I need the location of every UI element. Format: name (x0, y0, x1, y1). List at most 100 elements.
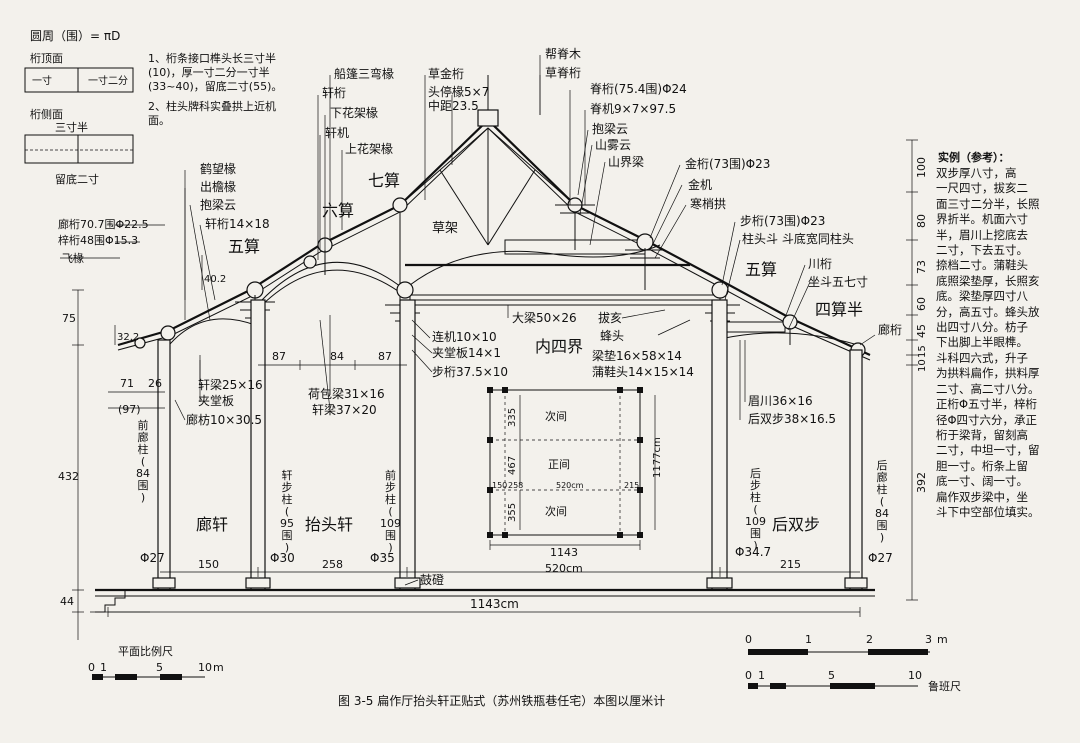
room-taitouxuan: 抬头轩 (305, 515, 353, 534)
purlin-joint-detail (24, 67, 134, 164)
label-feichuan: 飞椽 (62, 252, 84, 265)
floor-plan (487, 387, 656, 550)
dim-100: 100 (915, 157, 928, 178)
scale-plan-title: 平面比例尺 (118, 644, 173, 658)
col-d-houbu: Φ34.7 (735, 545, 771, 559)
label-jiji: 脊机9×7×97.5 (590, 102, 676, 116)
label-hewangchuan: 鹤望椽 (200, 161, 236, 176)
label-baoliangyun-r: 抱梁云 (592, 121, 628, 136)
plan-258: 258 (508, 481, 523, 490)
detail-top-label: 桁顶面 (30, 51, 63, 65)
label-sisuanban: 四算半 (815, 300, 863, 319)
label-ziheng: 梓桁48围Φ15.3 (58, 233, 138, 247)
label-xuanliang: 轩梁25×16 (198, 377, 263, 392)
label-shanwuyun: 山雾云 (595, 138, 631, 152)
label-xuanliang2: 轩梁37×20 (312, 402, 377, 417)
scale-lb-0: 0 (745, 669, 752, 682)
label-xuanheng: 轩桁 (322, 86, 346, 100)
scale-plan-unit: m (213, 661, 224, 674)
col-d-xuanbu: Φ30 (270, 551, 295, 565)
label-liangdian: 梁垫16×58×14 (592, 348, 682, 363)
dim-10: 10 (917, 359, 928, 372)
label-chuanpeng: 船篷三弯椽 (334, 66, 394, 81)
scale-lb-unit: 鲁班尺 (928, 679, 961, 693)
col-d-front-corridor: Φ27 (140, 551, 165, 565)
col-label-front-corridor: 前 廊 柱 ( 84 围 ) (136, 419, 150, 504)
detail-b: 一寸二分 (88, 74, 128, 87)
leader-lines (60, 55, 876, 586)
label-langheng-r: 廊桁 (878, 322, 902, 337)
detail-c: 三寸半 (55, 120, 88, 134)
plan-520b: 520cm (545, 562, 583, 575)
label-baoliangyun-l: 抱梁云 (200, 197, 236, 212)
scale-plan-5: 5 (156, 661, 163, 674)
col-label-qianbu: 前 步 柱 ( 109 围 ) (380, 469, 401, 554)
dim-150: 150 (198, 558, 219, 571)
plan-cijian-top: 次间 (545, 409, 567, 423)
formula: 圆周（围）= πD (30, 29, 120, 43)
col-d-qianbu: Φ35 (370, 551, 395, 565)
scale-sec-2: 2 (866, 633, 873, 646)
dim-60: 60 (915, 297, 928, 311)
dim-258: 258 (322, 558, 343, 571)
label-wusuan-r: 五算 (745, 260, 777, 279)
label-chuyanchuan: 出檐椽 (200, 180, 236, 194)
scale-lb-5: 5 (828, 669, 835, 682)
columns (90, 299, 875, 613)
dim-44: 44 (60, 595, 74, 608)
detail-a: 一寸 (32, 74, 52, 87)
example-text: 双步厚八寸，高 一尺四寸，拔亥二 面三寸二分半，长照 界折半。机面六寸 半，眉川… (936, 166, 1040, 489)
scale-plan-0: 0 (88, 661, 95, 674)
label-xuanheng2: 轩桁14×18 (205, 217, 270, 231)
col-d-houlang: Φ27 (868, 551, 893, 565)
label-hanshaogong: 寒梢拱 (690, 196, 726, 211)
label-bangjimu: 帮脊木 (545, 47, 581, 61)
label-buheng-r: 步桁(73围)Φ23 (740, 214, 825, 228)
plan-zhengjian: 正间 (548, 458, 570, 471)
dim-32-2: 32.2 (117, 332, 139, 343)
label-puxietou: 蒲鞋头14×15×14 (592, 364, 694, 379)
scale-lb-1: 1 (758, 669, 765, 682)
dim-26: 26 (148, 377, 162, 390)
label-toutingchuan: 头停椽5×7 (428, 84, 489, 99)
label-wusuan-l: 五算 (228, 237, 260, 256)
note-2: 2、柱头牌科实叠拱上近机 面。 (148, 100, 276, 127)
col-label-houlang: 后 廊 柱 ( 84 围 ) (875, 459, 889, 544)
note-1: 1、桁条接口榫头长三寸半 (10)，厚一寸二分一寸半 (33~40)，留底二寸(… (148, 52, 283, 93)
label-fengtou: 蜂头 (600, 329, 624, 343)
dimension-lines (72, 139, 918, 640)
label-jiheng: 脊桁(75.4围)Φ24 (590, 82, 687, 96)
plan-335: 335 (507, 408, 518, 427)
label-chuanheng: 川桁 (808, 257, 832, 271)
dim-87b: 87 (378, 350, 392, 363)
plan-1143: 1143 (550, 546, 578, 559)
detail-d: 留底二寸 (55, 172, 99, 186)
label-shanghuajia: 上花架椽 (345, 141, 393, 156)
plan-520: 520cm (556, 481, 584, 490)
col-label-xuanbu: 轩 步 柱 ( 95 围 ) (280, 469, 294, 554)
dim-1143: 1143cm (470, 597, 519, 611)
dim-432: 432 (58, 470, 79, 483)
label-zhongju: 中距23.5 (428, 98, 479, 113)
plan-150: 150 (492, 481, 507, 490)
label-jiatangban2: 夹堂板 (198, 394, 234, 408)
dim-45: 45 (915, 324, 928, 338)
label-xiahuajia: 下花架椽 (330, 105, 378, 120)
label-caojichuan: 草脊桁 (545, 66, 581, 80)
scale-lb-10: 10 (908, 669, 922, 682)
scale-plan-1: 1 (100, 661, 107, 674)
scale-sec-1: 1 (805, 633, 812, 646)
label-neisijie: 内四界 (535, 337, 583, 356)
label-liusuan: 六算 (322, 201, 354, 220)
dim-87a: 87 (272, 350, 286, 363)
dim-84: 84 (330, 350, 344, 363)
label-jiatangban: 夹堂板14×1 (432, 346, 501, 360)
plan-1177: 1177cm (652, 437, 663, 478)
label-langfang: 廊枋10×30.5 (186, 412, 262, 427)
label-langheng: 廊桁70.7围Φ22.5 (58, 217, 149, 231)
example-text-2: 扁作双步梁中，坐 斗下中空部位填实。 (936, 490, 1040, 520)
room-houshuangbu: 后双步 (772, 515, 820, 534)
scale-bars (92, 649, 930, 689)
room-langxuan: 廊轩 (196, 515, 228, 534)
